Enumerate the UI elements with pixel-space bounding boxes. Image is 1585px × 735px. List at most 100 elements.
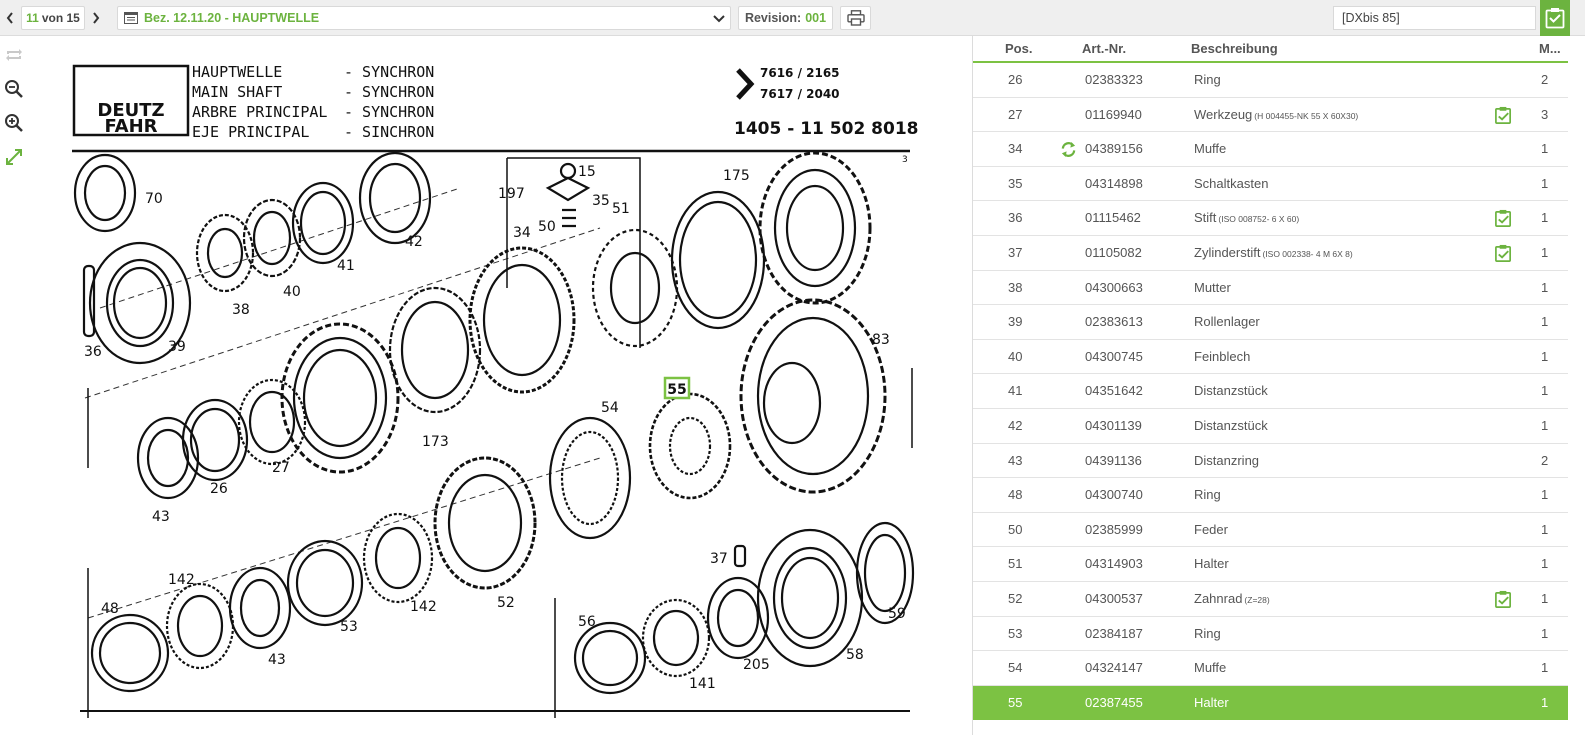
label-39: 39 [168,339,186,355]
document-list-icon [124,12,138,24]
row-description-text: Ring [1194,487,1221,503]
part-142-lower[interactable] [165,582,235,670]
brand-logo-deutz: DEUTZ [97,100,164,121]
part-gear-top-right[interactable] [758,151,872,305]
row-description-text: Distanzstück [1194,417,1268,433]
hotspot-55[interactable]: 55 [663,376,691,400]
clipboard-check-icon[interactable] [1494,590,1513,609]
page-total: von 15 [41,11,80,25]
filter-input[interactable] [1333,6,1536,30]
label-48: 48 [101,601,119,617]
row-quantity: 2 [1541,72,1549,87]
row-description-text: Rollenlager [1194,314,1260,330]
row-quantity: 1 [1541,210,1549,226]
part-48[interactable] [90,613,170,693]
part-175[interactable] [670,190,766,330]
clipboard-check-icon[interactable] [1494,244,1513,263]
row-article-number: 04301139 [1085,417,1142,433]
part-142-upper[interactable] [362,512,434,604]
refresh-icon[interactable] [1060,141,1077,158]
clipboard-check-icon[interactable] [1494,209,1513,228]
next-page-button[interactable] [88,8,104,28]
row-description: Werkzeug(H 004455-NK 55 X 60X30) [1194,98,1358,133]
part-27[interactable] [237,378,307,466]
part-58[interactable] [756,528,864,668]
fit-to-screen-button[interactable] [3,146,25,168]
group-frame-shifter [507,157,641,348]
column-header-description[interactable]: Beschreibung [1191,41,1278,56]
part-141[interactable] [641,598,711,678]
label-36: 36 [84,344,102,360]
label-50: 50 [538,219,556,235]
row-article-number: 04300537 [1085,590,1143,606]
part-26[interactable] [181,398,249,482]
column-header-quantity[interactable]: M... [1539,41,1561,56]
part-205[interactable] [706,576,770,660]
document-select[interactable]: Bez. 12.11.20 - HAUPTWELLE [117,6,731,30]
part-70[interactable] [73,153,137,233]
part-59[interactable] [855,521,915,625]
part-55[interactable] [648,392,732,500]
part-173[interactable] [388,286,482,414]
panel-divider[interactable] [972,36,973,735]
label-51: 51 [612,201,630,217]
clipboard-check-icon[interactable] [1494,106,1513,125]
part-43-lower[interactable] [228,566,292,650]
revision-value: 001 [805,11,827,25]
part-34[interactable] [468,246,576,394]
row-quantity: 3 [1541,106,1549,122]
zoom-in-icon [5,114,23,132]
rotate-button[interactable] [3,44,25,66]
part-36[interactable] [82,264,96,338]
row-description-text: Feinblech [1194,348,1251,364]
part-43-upper[interactable] [136,416,200,500]
print-button[interactable] [840,6,871,30]
column-header-art-nr[interactable]: Art.-Nr. [1082,41,1127,56]
part-83[interactable] [739,298,887,494]
part-53[interactable] [286,539,364,627]
add-to-list-button[interactable] [1540,0,1570,36]
part-54[interactable] [548,416,632,540]
label-142-upper: 142 [168,572,195,588]
part-35-50[interactable] [545,162,591,228]
row-article-number: 04389156 [1085,141,1143,157]
part-39[interactable] [88,241,192,365]
label-27: 27 [272,460,290,476]
zoom-out-button[interactable] [3,78,25,100]
column-header-pos[interactable]: Pos. [1005,41,1033,56]
row-description-text: Mutter [1194,279,1231,295]
row-description-text: Zahnrad [1194,590,1243,606]
part-40[interactable] [242,198,302,278]
zoom-in-button[interactable] [3,112,25,134]
part-42[interactable] [358,151,432,245]
row-position: 53 [1008,625,1023,641]
part-51[interactable] [591,228,679,348]
part-56[interactable] [573,621,647,695]
part-52[interactable] [433,456,537,590]
previous-page-button[interactable] [2,8,18,28]
part-41[interactable] [291,181,355,265]
part-37[interactable] [733,544,747,568]
part-38[interactable] [195,213,255,293]
part-gear-upper[interactable] [280,322,400,474]
drawing-canvas: DEUTZ FAHR HAUPTWELLE - SYNCHRON MAIN SH… [72,63,919,718]
